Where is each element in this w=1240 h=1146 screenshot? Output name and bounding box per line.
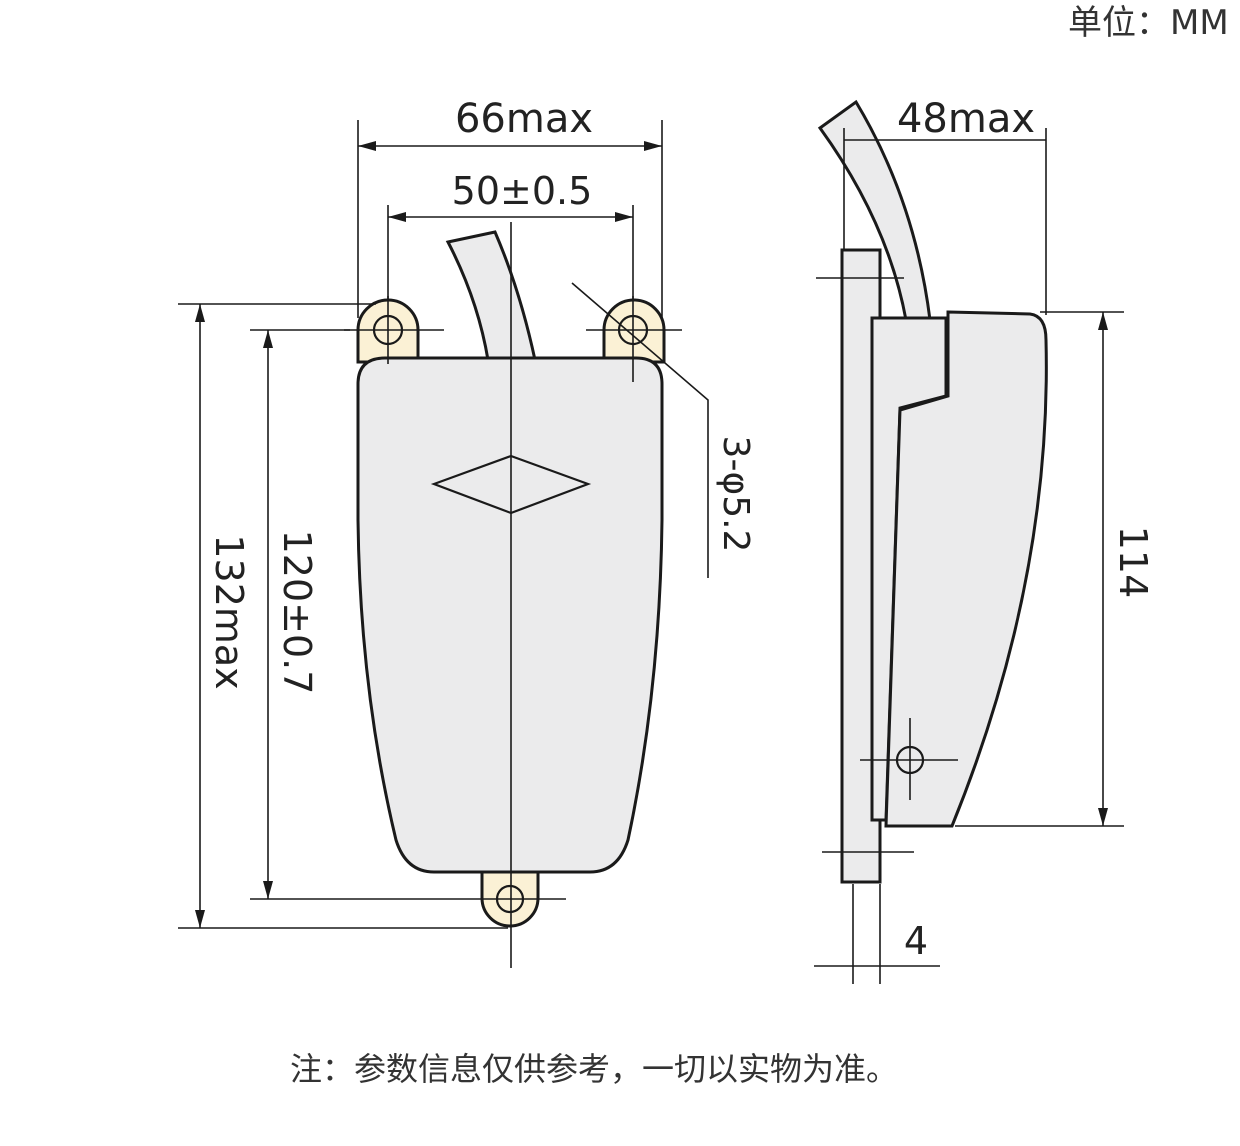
unit-label: 单位：MM <box>1068 3 1229 43</box>
side-view: 48max 114 4 <box>814 96 1155 984</box>
diamond-logo <box>430 454 592 515</box>
front-cable <box>445 230 537 362</box>
arrowhead <box>263 881 273 899</box>
top-right-lug <box>602 298 666 364</box>
hole-callout: 3-φ5.2 <box>715 436 756 553</box>
dim-48max: 48max <box>897 96 1035 142</box>
hole-callout-leader <box>571 282 709 578</box>
arrowhead <box>388 212 406 222</box>
arrowhead <box>195 910 205 928</box>
dim-50: 50±0.5 <box>452 169 593 213</box>
arrowhead <box>358 141 376 151</box>
front-body <box>356 356 664 874</box>
side-pedal-body <box>884 310 1048 828</box>
arrowhead <box>1098 312 1108 330</box>
arrowhead <box>644 141 662 151</box>
dim-132max: 132max <box>207 534 251 689</box>
front-view: 66max 50±0.5 132max 120±0.7 3-φ5.2 <box>178 96 756 968</box>
footnote: 注：参数信息仅供参考，一切以实物为准。 <box>290 1050 898 1088</box>
arrowhead <box>1098 808 1108 826</box>
arrowhead <box>263 330 273 348</box>
arrowhead <box>195 304 205 322</box>
dim-4: 4 <box>904 919 928 963</box>
arrowhead <box>615 212 633 222</box>
dim-66max: 66max <box>455 96 593 142</box>
side-pedal-block <box>870 316 948 822</box>
dim-120: 120±0.7 <box>275 530 319 695</box>
dim-114: 114 <box>1111 526 1155 599</box>
